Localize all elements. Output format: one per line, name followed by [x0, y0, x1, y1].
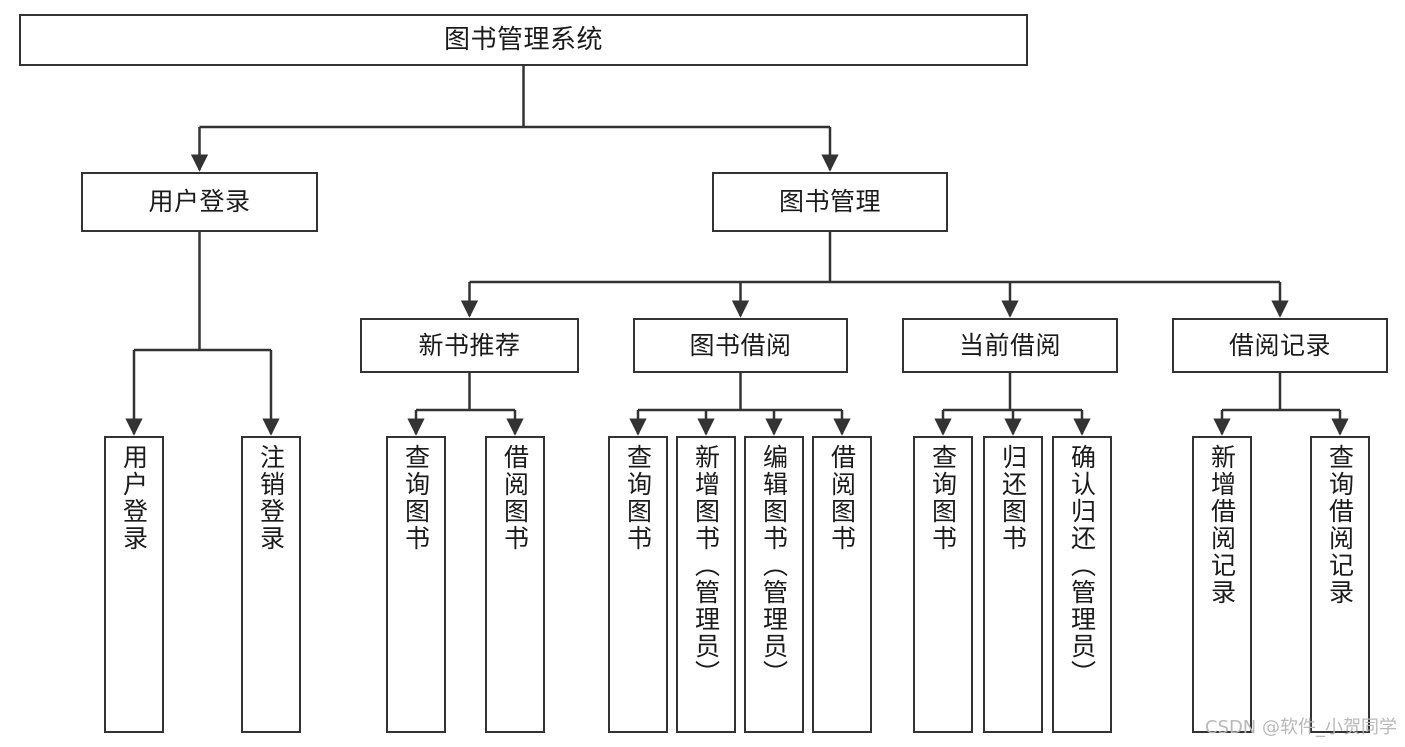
node-l2-newbook[interactable]: 新书推荐 — [360, 318, 579, 373]
node-l3-c3[interactable]: 编辑图书（管理员） — [744, 436, 804, 733]
node-label: 用户登录 — [119, 444, 149, 552]
node-label: 图书管理系统 — [443, 24, 603, 55]
edge-bus — [469, 232, 1280, 284]
node-label: 新增借阅记录 — [1207, 444, 1237, 606]
node-label: 图书管理 — [778, 187, 881, 217]
node-l1-login[interactable]: 用户登录 — [81, 172, 318, 232]
node-label: 查询借阅记录 — [1325, 444, 1355, 606]
node-label: 借阅图书 — [827, 444, 857, 552]
node-l1-books[interactable]: 图书管理 — [712, 172, 948, 232]
node-label: 当前借阅 — [958, 330, 1061, 360]
node-label: 借阅图书 — [500, 444, 530, 552]
node-l3-d3[interactable]: 确认归还（管理员） — [1052, 436, 1112, 733]
edge-bus — [638, 373, 842, 412]
edge-bus — [416, 373, 515, 412]
node-l3-b2[interactable]: 借阅图书 — [485, 436, 545, 733]
node-label: 编辑图书（管理员） — [759, 444, 789, 687]
node-label: 确认归还（管理员） — [1067, 444, 1097, 687]
node-root[interactable]: 图书管理系统 — [19, 14, 1028, 66]
node-label: 查询图书 — [928, 444, 958, 552]
node-l3-d2[interactable]: 归还图书 — [983, 436, 1043, 733]
node-l3-a1[interactable]: 用户登录 — [104, 436, 164, 733]
edge-bus — [943, 373, 1082, 412]
node-l3-c1[interactable]: 查询图书 — [608, 436, 668, 733]
edge-bus — [1222, 373, 1340, 412]
node-label: 用户登录 — [148, 187, 251, 217]
node-l2-current[interactable]: 当前借阅 — [902, 318, 1118, 373]
node-l3-c4[interactable]: 借阅图书 — [812, 436, 872, 733]
node-l2-record[interactable]: 借阅记录 — [1172, 318, 1388, 373]
node-l3-c2[interactable]: 新增图书（管理员） — [676, 436, 736, 733]
node-label: 图书借阅 — [689, 330, 792, 360]
node-label: 查询图书 — [401, 444, 431, 552]
node-label: 查询图书 — [623, 444, 653, 552]
edge-bus — [134, 232, 271, 352]
node-l2-borrow[interactable]: 图书借阅 — [633, 318, 848, 373]
node-l3-b1[interactable]: 查询图书 — [386, 436, 446, 733]
node-l3-e1[interactable]: 新增借阅记录 — [1192, 436, 1252, 733]
node-label: 新增图书（管理员） — [691, 444, 721, 687]
node-label: 归还图书 — [998, 444, 1028, 552]
node-l3-e2[interactable]: 查询借阅记录 — [1310, 436, 1370, 733]
node-l3-d1[interactable]: 查询图书 — [913, 436, 973, 733]
node-label: 注销登录 — [256, 444, 286, 552]
node-label: 新书推荐 — [418, 330, 521, 360]
watermark-label: CSDN @软件_小贺同学 — [1204, 717, 1397, 738]
edge-bus — [199, 66, 830, 129]
node-l3-a2[interactable]: 注销登录 — [241, 436, 301, 733]
node-label: 借阅记录 — [1228, 330, 1331, 360]
